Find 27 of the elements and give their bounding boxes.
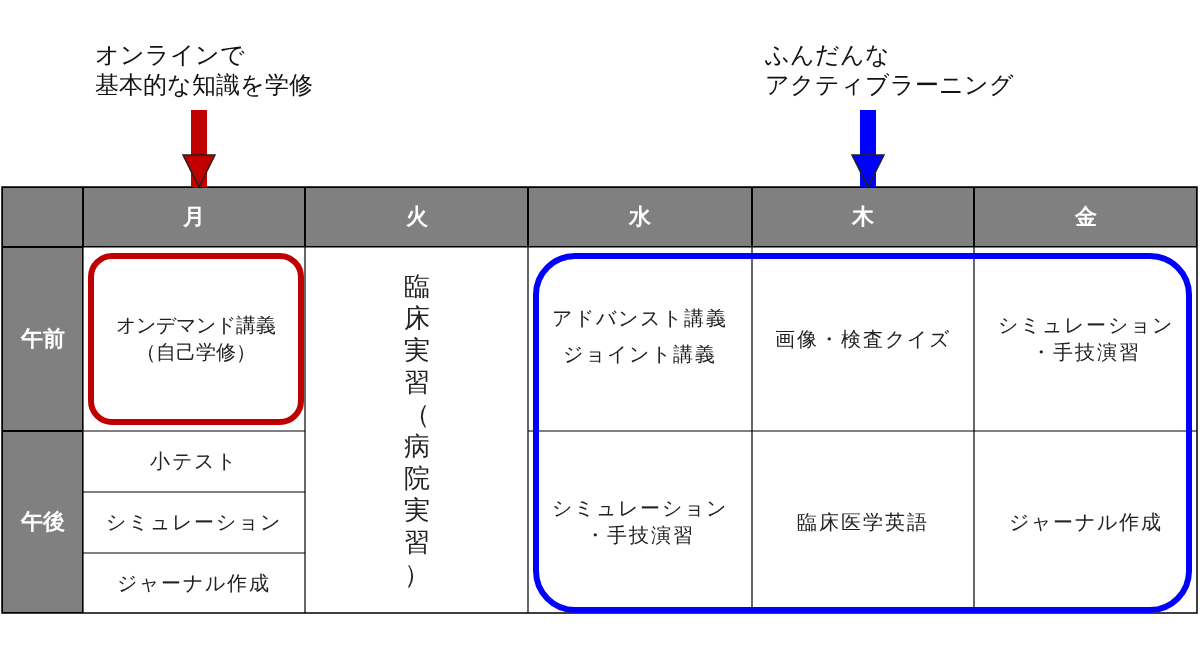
day-header: 金: [974, 187, 1197, 247]
period-header: 午後: [2, 431, 83, 613]
class-text: 臨床実習（病院実習）: [402, 270, 431, 590]
day-header: 火: [305, 187, 528, 247]
class-text: シミュレーション: [106, 509, 282, 536]
day-header: 水: [528, 187, 752, 247]
class-text: 小テスト: [150, 448, 238, 475]
arrow: [851, 110, 885, 188]
period-header: 午前: [2, 247, 83, 431]
day-header: 木: [752, 187, 974, 247]
class-text: シミュレーション・手技演習: [551, 495, 729, 549]
highlight-frame: [533, 253, 1192, 613]
class-text: シミュレーション・手技演習: [996, 312, 1175, 366]
class-text: 画像・検査クイズ: [775, 325, 951, 353]
class-text: オンデマンド講義（自己学修）: [115, 312, 277, 366]
class-text: ジョイント講義: [563, 340, 717, 368]
annotation-text: ふんだんな: [765, 40, 891, 70]
class-text: アドバンスト講義: [552, 304, 728, 332]
annotation-text: 基本的な知識を学修: [95, 70, 314, 100]
class-text: 臨床医学英語: [797, 508, 929, 536]
annotation-text: オンラインで: [95, 40, 246, 70]
class-text: ジャーナル作成: [117, 569, 271, 597]
highlight-frame: [88, 253, 304, 425]
day-header: 月: [83, 187, 305, 247]
class-text: ジャーナル作成: [1008, 508, 1163, 536]
annotation-text: アクティブラーニング: [765, 70, 1015, 100]
arrow: [182, 110, 216, 188]
